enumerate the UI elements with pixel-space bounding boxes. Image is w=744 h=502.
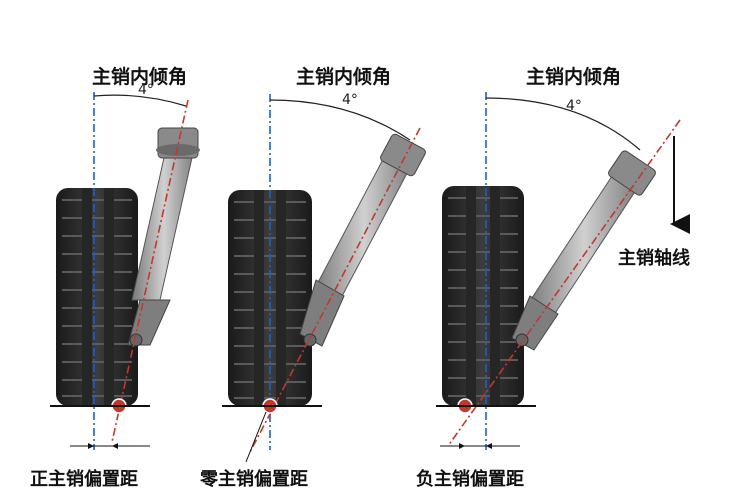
- panel-zero-offset: [222, 94, 426, 463]
- strut-assembly: [511, 150, 656, 351]
- panel-3-title: 主销内倾角: [526, 66, 622, 88]
- kingpin-axis-line: [447, 119, 681, 447]
- panel-3-offset-label: 负主销偏置距: [416, 469, 524, 490]
- panel-positive-offset: [50, 92, 200, 450]
- panel-2-offset-label: 零主销偏置距: [200, 469, 308, 490]
- panel-1-offset-label: 正主销偏置距: [30, 469, 138, 490]
- tire: [56, 188, 138, 406]
- panel-2-title: 主销内倾角: [296, 66, 392, 88]
- panel-3-angle: 4°: [566, 98, 582, 114]
- kingpin-axis-line: [249, 127, 421, 453]
- kingpin-axis-label: 主销轴线: [618, 248, 690, 269]
- inclination-angle-arc: [485, 97, 641, 151]
- panel-1-title: 主销内倾角: [92, 66, 188, 88]
- inclination-angle-arc: [269, 99, 411, 141]
- panel-1-angle: 4°: [138, 82, 154, 98]
- panel-2-angle: 4°: [342, 92, 358, 108]
- inclination-angle-arc: [93, 94, 187, 107]
- offset-dimension: [70, 443, 150, 449]
- kingpin-axis-line: [111, 99, 189, 443]
- leader-line: [245, 411, 267, 463]
- tire: [442, 186, 524, 406]
- panel-negative-offset: [436, 92, 690, 450]
- strut-assembly: [299, 133, 426, 347]
- offset-dimension: [440, 443, 520, 449]
- strut-assembly: [127, 127, 200, 347]
